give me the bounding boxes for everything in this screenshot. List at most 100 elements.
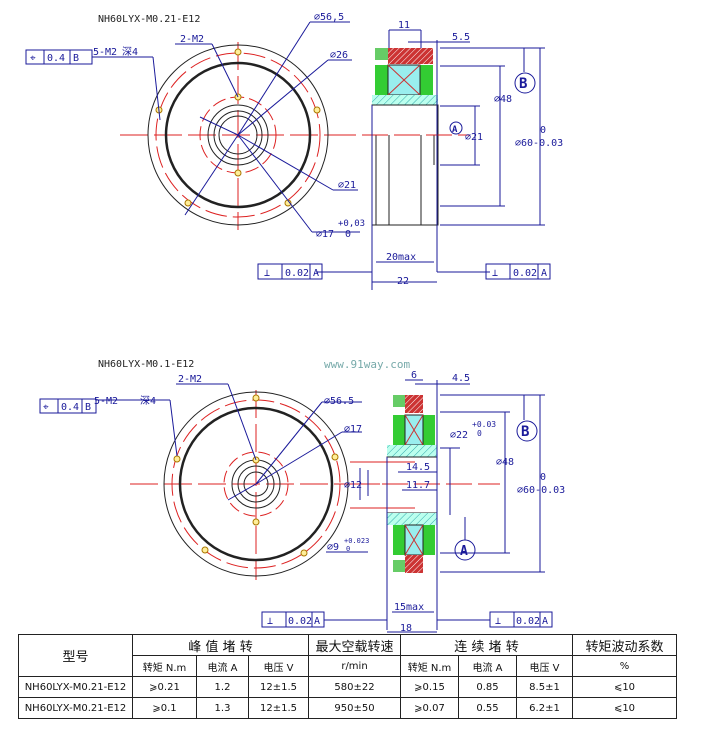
perp-symbol: ⊥	[492, 268, 498, 279]
dim-d56: ⌀56.5	[324, 396, 354, 407]
perp-datum: A	[313, 268, 319, 279]
dim-d17-upper: +0,03	[338, 219, 365, 229]
cell: 6.2±1	[516, 697, 573, 719]
dim-d60-upper: 0	[540, 472, 546, 483]
datum-a-marker: A	[452, 125, 458, 135]
table-subheader-row: 转矩 N.m 电流 A 电压 V r/min 转矩 N.m 电流 A 电压 V …	[19, 655, 677, 677]
cell: ⩾0.07	[400, 697, 459, 719]
depth-label: 深4	[122, 46, 138, 58]
cell: 580±22	[308, 676, 401, 698]
datum-a-marker: A	[460, 544, 468, 559]
perp-symbol: ⊥	[264, 268, 270, 279]
dim-d17: ⌀17	[344, 424, 362, 435]
tol-value: 0.4	[47, 53, 65, 64]
dim-d48: ⌀48	[496, 457, 514, 468]
tapped-label: 2-M2	[180, 34, 204, 45]
depth-label: 深4	[140, 395, 156, 407]
cell: NH60LYX-M0.21-E12	[18, 697, 133, 719]
cell: 1.3	[196, 697, 249, 719]
cell: ⩽10	[572, 676, 677, 698]
position-tolerance-symbol: ⌖	[43, 402, 49, 413]
dim-11-7: 11.7	[406, 480, 430, 491]
dim-side-d21: ⌀21	[465, 132, 483, 143]
top-front-view: NH60LYX-M0.21-E12 ⌖ 0.4 B 5-M2 深4 2-M2 ⌀…	[25, 12, 365, 240]
dim-15max: 15max	[394, 602, 424, 613]
watermark: www.91way.com	[324, 358, 410, 371]
dim-11: 11	[398, 20, 410, 31]
perp-datum: A	[541, 268, 547, 279]
spec-table: 型号 峰 值 堵 转 最大空载转速 连 续 堵 转 转矩波动系数 转矩 N.m …	[18, 634, 677, 719]
dim-18: 18	[400, 623, 412, 634]
dim-d12: ⌀12	[344, 480, 362, 491]
cell: NH60LYX-M0.21-E12	[18, 676, 133, 698]
dim-d22: ⌀22	[450, 430, 468, 441]
dim-d22-upper: +0.03	[472, 420, 496, 429]
table-row: NH60LYX-M0.21-E12 ⩾0.21 1.2 12±1.5 580±2…	[18, 676, 677, 698]
dim-d22-lower: 0	[477, 429, 482, 438]
dim-d60-upper: 0	[540, 125, 546, 136]
holes-label: 5-M2	[93, 47, 117, 58]
cell: ⩾0.1	[132, 697, 197, 719]
dim-d9-lower: 0	[346, 545, 350, 553]
datum-b-marker: B	[521, 424, 529, 440]
perp-value: 0.02	[285, 268, 309, 279]
continuous-stall-header: 连 续 堵 转	[400, 634, 573, 656]
dim-d21: ⌀21	[338, 180, 356, 191]
subheader: r/min	[308, 655, 401, 677]
tapped-label: 2-M2	[178, 374, 202, 385]
dim-22: 22	[397, 276, 409, 287]
max-speed-header: 最大空载转速	[308, 634, 401, 656]
dim-14-5: 14.5	[406, 462, 430, 473]
perp-datum: A	[314, 616, 320, 627]
dim-d60: ⌀60-0.03	[515, 138, 563, 149]
dim-d9: ⌀9	[327, 542, 339, 553]
cell: ⩾0.21	[132, 676, 197, 698]
dim-20max: 20max	[386, 252, 416, 263]
dim-d17-lower: 0	[345, 229, 351, 240]
tol-value: 0.4	[61, 402, 79, 413]
cell: 0.55	[458, 697, 517, 719]
cell: ⩾0.15	[400, 676, 459, 698]
dim-d17: ⌀17	[316, 229, 334, 240]
dim-4-5: 4.5	[452, 373, 470, 384]
perp-value: 0.02	[288, 616, 312, 627]
subheader: 转矩 N.m	[400, 655, 459, 677]
cell: 950±50	[308, 697, 401, 719]
dim-d48: ⌀48	[494, 94, 512, 105]
position-tolerance-symbol: ⌖	[30, 53, 36, 64]
dim-d56: ⌀56,5	[314, 12, 344, 23]
cell: 12±1.5	[248, 697, 309, 719]
perp-value: 0.02	[516, 616, 540, 627]
table-header-row: 型号 峰 值 堵 转 最大空载转速 连 续 堵 转 转矩波动系数	[18, 634, 677, 677]
perp-symbol: ⊥	[495, 616, 501, 627]
bottom-title: NH60LYX-M0.1-E12	[98, 359, 194, 370]
perp-datum: A	[542, 616, 548, 627]
model-header: 型号	[18, 634, 133, 677]
dim-d26: ⌀26	[330, 50, 348, 61]
dim-6: 6	[411, 370, 417, 381]
tol-datum: B	[73, 53, 79, 64]
subheader: 电流 A	[196, 655, 249, 677]
tol-datum: B	[85, 402, 91, 413]
ripple-header: 转矩波动系数	[572, 634, 677, 656]
datum-b-marker: B	[519, 76, 527, 92]
perp-symbol: ⊥	[267, 616, 273, 627]
holes-label: 5-M2	[94, 396, 118, 407]
subheader: 电流 A	[458, 655, 517, 677]
cell: 1.2	[196, 676, 249, 698]
dim-5-5: 5.5	[452, 32, 470, 43]
perp-value: 0.02	[513, 268, 537, 279]
top-side-view: 11 5.5 ⌀48 ⌀21 0 ⌀60-0.03 B A 20max 22 ⊥…	[257, 20, 563, 290]
table-row: NH60LYX-M0.21-E12 ⩾0.1 1.3 12±1.5 950±50…	[18, 697, 677, 719]
bottom-front-view: NH60LYX-M0.1-E12 www.91way.com ⌖ 0.4 B 5…	[39, 358, 410, 580]
cell: 12±1.5	[248, 676, 309, 698]
subheader: 电压 V	[248, 655, 309, 677]
cell: 8.5±1	[516, 676, 573, 698]
subheader: 转矩 N.m	[132, 655, 197, 677]
peak-stall-header: 峰 值 堵 转	[132, 634, 309, 656]
cell: 0.85	[458, 676, 517, 698]
dim-d60: ⌀60-0.03	[517, 485, 565, 496]
dim-d9-upper: +0.023	[344, 537, 369, 545]
